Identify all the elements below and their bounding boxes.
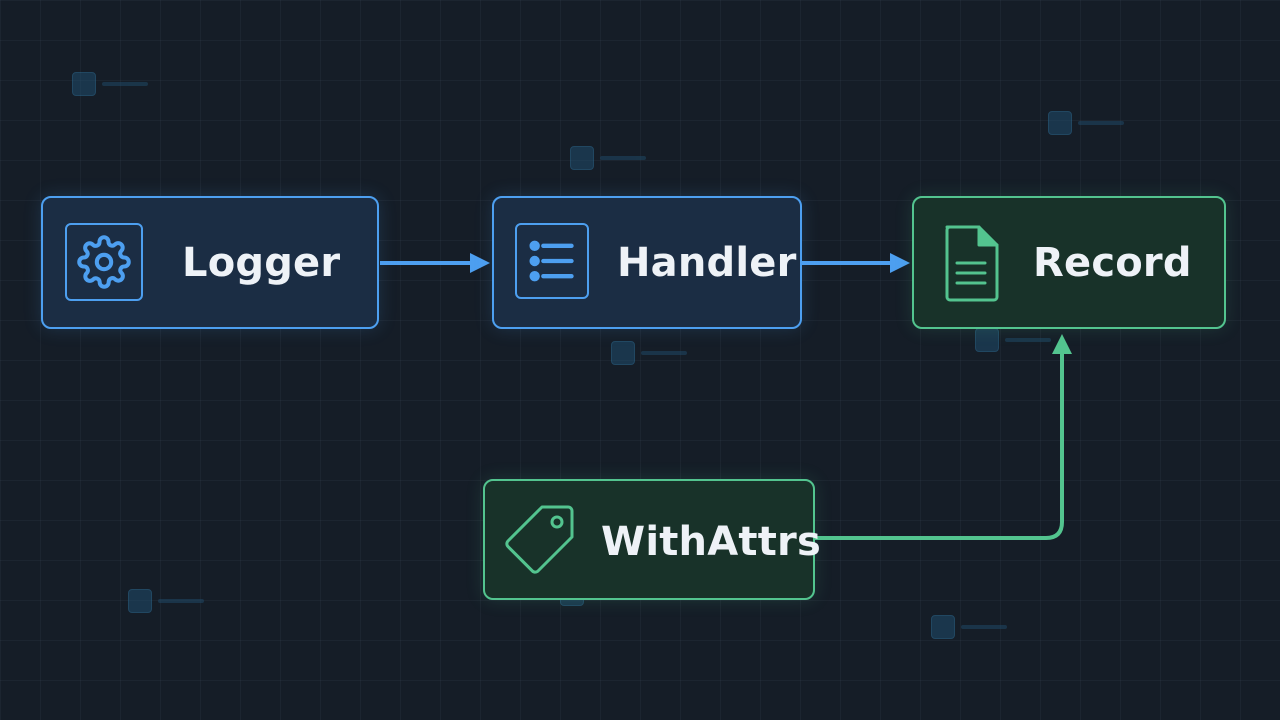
tag-icon xyxy=(505,505,574,574)
watermark xyxy=(611,341,687,365)
watermark xyxy=(128,589,204,613)
withattrs-label: WithAttrs xyxy=(601,519,821,565)
watermark-badge-icon xyxy=(611,341,635,365)
logger-node[interactable]: Logger xyxy=(41,196,379,329)
watermark xyxy=(1048,111,1124,135)
list-icon xyxy=(529,240,574,282)
withattrs-icon-frame xyxy=(501,499,579,579)
watermark-badge-icon xyxy=(128,589,152,613)
withattrs-node[interactable]: WithAttrs xyxy=(483,479,821,600)
record-node[interactable]: Record xyxy=(912,196,1226,329)
watermark xyxy=(72,72,148,96)
record-icon-frame xyxy=(936,222,1006,304)
watermark-badge-icon xyxy=(931,615,955,639)
handler-node[interactable]: Handler xyxy=(492,196,802,329)
watermark-badge-icon xyxy=(72,72,96,96)
handler-icon-frame xyxy=(515,223,589,299)
watermark xyxy=(931,615,1007,639)
handler-label: Handler xyxy=(617,240,797,286)
watermark-badge-icon xyxy=(1048,111,1072,135)
watermark-badge-icon xyxy=(570,146,594,170)
record-label: Record xyxy=(1033,240,1192,286)
watermark xyxy=(570,146,646,170)
edge-withattrs-to-record xyxy=(815,334,1072,540)
gear-icon xyxy=(77,235,131,289)
logger-label: Logger xyxy=(182,240,341,286)
logger-icon-frame xyxy=(65,223,143,301)
document-icon xyxy=(945,225,999,302)
